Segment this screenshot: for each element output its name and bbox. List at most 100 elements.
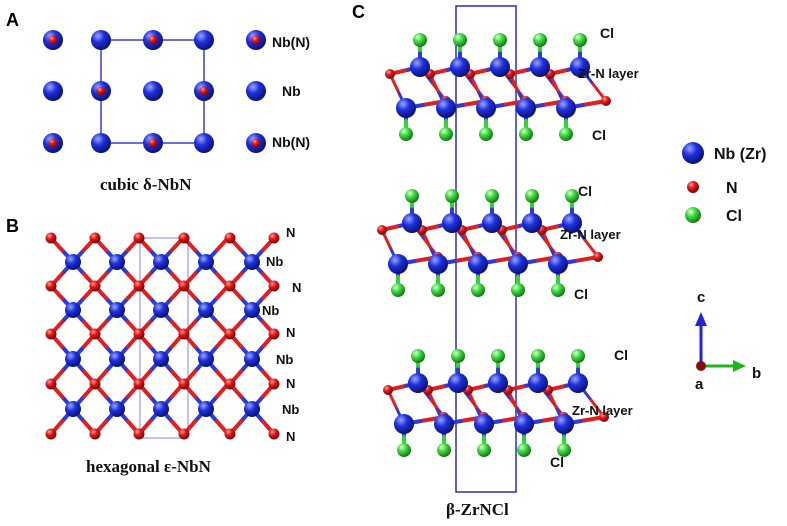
blue-atom-icon	[516, 98, 536, 118]
legend: Nb (Zr) N Cl	[682, 142, 766, 225]
red-atom-icon	[268, 232, 280, 244]
green-atom-icon	[413, 33, 427, 47]
blue-atom-icon	[570, 57, 590, 77]
panel-c: C Cl Zr-N layer Cl Cl Zr-N layer Cl Cl Z…	[352, 2, 639, 519]
red-atom-icon	[601, 96, 611, 106]
legend-red-atom-icon	[687, 181, 699, 193]
blue-atom-icon	[143, 81, 163, 101]
blue-atom-icon	[153, 351, 169, 367]
red-atom-icon	[45, 232, 57, 244]
blue-atom-icon	[109, 302, 125, 318]
red-atom-icon	[45, 378, 57, 390]
blue-atom-icon	[396, 98, 416, 118]
red-atom-icon	[89, 328, 101, 340]
blue-atom-icon	[43, 81, 63, 101]
blue-atom-icon	[434, 414, 454, 434]
blue-atom-icon	[91, 30, 111, 50]
blue-atom-icon	[109, 401, 125, 417]
green-atom-icon	[391, 283, 405, 297]
legend-label: N	[726, 180, 738, 197]
red-atom-icon	[48, 138, 58, 148]
panel-c-letter: C	[352, 2, 365, 22]
blue-atom-icon	[530, 57, 550, 77]
green-atom-icon	[573, 33, 587, 47]
panel-c-label: Cl	[574, 286, 588, 302]
panel-b-row-label: Nb	[262, 303, 279, 318]
red-atom-icon	[268, 378, 280, 390]
red-atom-icon	[45, 280, 57, 292]
red-atom-icon	[89, 280, 101, 292]
blue-atom-icon	[442, 213, 462, 233]
green-atom-icon	[479, 127, 493, 141]
blue-atom-icon	[244, 351, 260, 367]
red-atom-icon	[199, 86, 209, 96]
blue-atom-icon	[562, 213, 582, 233]
red-atom-icon	[251, 35, 261, 45]
legend-green-atom-icon	[685, 207, 701, 223]
green-atom-icon	[557, 443, 571, 457]
green-atom-icon	[511, 283, 525, 297]
axis-indicator: c b a	[695, 289, 761, 393]
panel-c-label: Zr-N layer	[578, 66, 639, 81]
blue-atom-icon	[490, 57, 510, 77]
panel-a-row-label: Nb(N)	[272, 34, 310, 50]
panel-c-label: Cl	[578, 183, 592, 199]
green-atom-icon	[431, 283, 445, 297]
green-atom-icon	[397, 443, 411, 457]
blue-atom-icon	[198, 302, 214, 318]
blue-atom-icon	[198, 351, 214, 367]
panel-b-row-label: Nb	[276, 352, 293, 367]
green-atom-icon	[411, 349, 425, 363]
axis-label-a: a	[695, 376, 704, 393]
blue-atom-icon	[198, 401, 214, 417]
b-axis-arrowhead-icon	[733, 360, 746, 372]
green-atom-icon	[531, 349, 545, 363]
green-atom-icon	[551, 283, 565, 297]
blue-atom-icon	[153, 302, 169, 318]
panel-b-row-label: N	[292, 280, 301, 295]
panel-b-row-label: N	[286, 325, 295, 340]
red-atom-icon	[599, 412, 609, 422]
blue-atom-icon	[109, 351, 125, 367]
panel-b-row-label: N	[286, 376, 295, 391]
hexagonal-nbn-structure	[45, 232, 280, 440]
red-atom-icon	[224, 280, 236, 292]
blue-atom-icon	[194, 133, 214, 153]
blue-atom-icon	[246, 81, 266, 101]
blue-atom-icon	[198, 254, 214, 270]
red-atom-icon	[224, 428, 236, 440]
panel-b: B N Nb N Nb N Nb N Nb N hexagonal ε-NbN	[6, 216, 301, 476]
blue-atom-icon	[476, 98, 496, 118]
blue-atom-icon	[482, 213, 502, 233]
zrncl-structure	[377, 5, 611, 493]
blue-atom-icon	[65, 254, 81, 270]
red-atom-icon	[178, 428, 190, 440]
cubic-nbn-structure	[43, 30, 266, 153]
green-atom-icon	[493, 33, 507, 47]
red-atom-icon	[224, 232, 236, 244]
blue-atom-icon	[153, 254, 169, 270]
blue-atom-icon	[65, 302, 81, 318]
green-atom-icon	[445, 189, 459, 203]
legend-label: Nb (Zr)	[714, 146, 766, 163]
panel-a-caption: cubic δ-NbN	[100, 175, 192, 194]
blue-atom-icon	[428, 254, 448, 274]
blue-atom-icon	[410, 57, 430, 77]
panel-c-label: Zr-N layer	[572, 403, 633, 418]
green-atom-icon	[453, 33, 467, 47]
red-atom-icon	[251, 138, 261, 148]
red-atom-icon	[268, 428, 280, 440]
blue-atom-icon	[450, 57, 470, 77]
blue-atom-icon	[65, 351, 81, 367]
red-atom-icon	[133, 328, 145, 340]
blue-atom-icon	[556, 98, 576, 118]
red-atom-icon	[48, 35, 58, 45]
green-atom-icon	[517, 443, 531, 457]
panel-c-label: Cl	[592, 127, 606, 143]
blue-atom-icon	[194, 30, 214, 50]
blue-atom-icon	[508, 254, 528, 274]
red-atom-icon	[133, 232, 145, 244]
green-atom-icon	[399, 127, 413, 141]
panel-b-row-label: Nb	[266, 254, 283, 269]
